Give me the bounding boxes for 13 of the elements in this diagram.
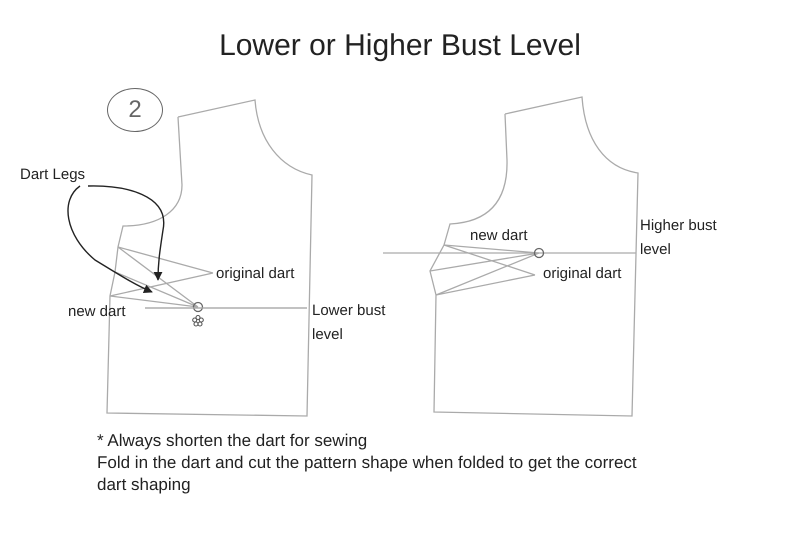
dart-label: new dart bbox=[470, 226, 528, 246]
curved-arrow bbox=[67, 185, 153, 293]
dart-label: original dart bbox=[543, 264, 622, 284]
level-label: Lower bust level bbox=[312, 301, 386, 345]
callout-text: Dart Legs bbox=[20, 164, 100, 186]
dart-label: new dart bbox=[68, 302, 126, 322]
level-label: Higher bust level bbox=[640, 216, 718, 260]
note-text: * Always shorten the dart for sewing bbox=[97, 430, 368, 452]
number-circle: 2 bbox=[107, 88, 163, 132]
curved-arrow bbox=[88, 185, 164, 281]
note-text: Fold in the dart and cut the pattern shape when folded to get the correct dart shaping bbox=[97, 452, 638, 496]
dart-label: original dart bbox=[216, 264, 294, 284]
title: Lower or Higher Bust Level bbox=[218, 28, 582, 64]
